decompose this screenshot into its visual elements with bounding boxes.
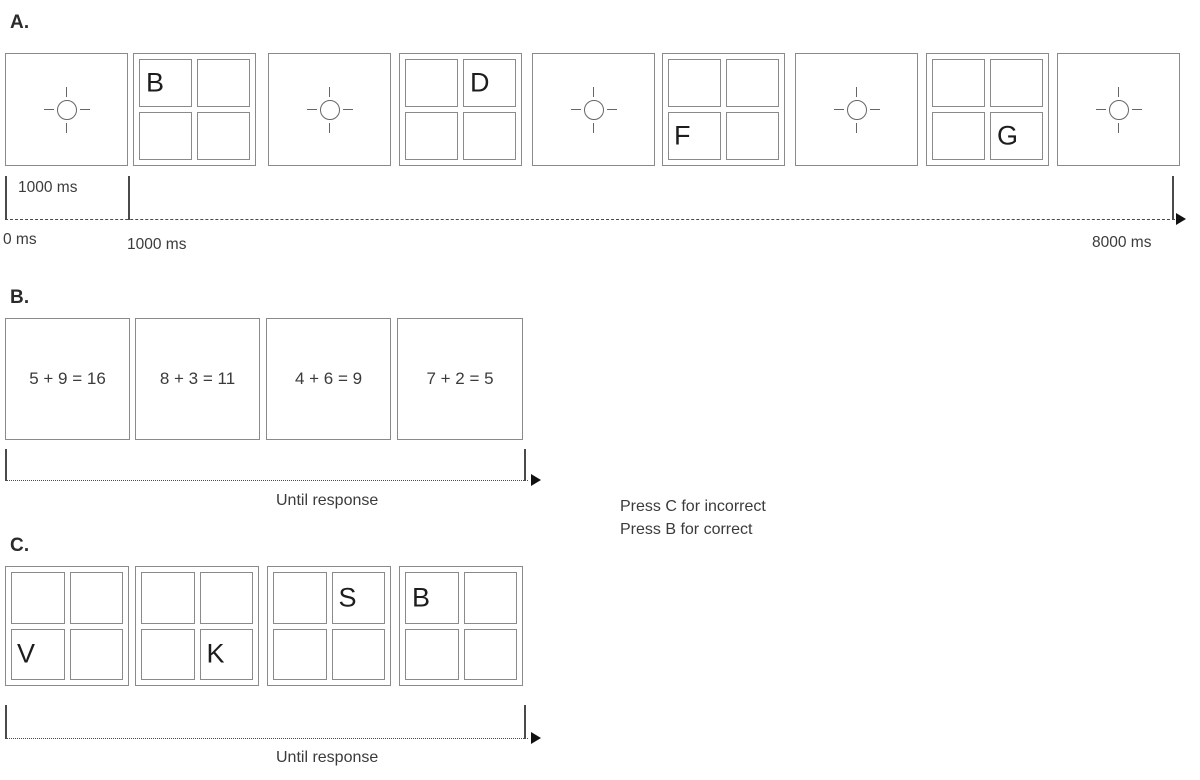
- grid-cell-bottom-left: [139, 112, 192, 160]
- panel-a-timeline-line: [5, 219, 1180, 220]
- grid-cell-top-left: [273, 572, 327, 624]
- grid-cell-bottom-right: K: [199, 628, 253, 680]
- grid-cell-top-left: [668, 59, 721, 107]
- grid-cell-bottom-left: [273, 628, 327, 680]
- grid-cell-bottom-left: [932, 112, 985, 160]
- panel-c-frame-3-grid: S: [267, 566, 391, 686]
- panel-c-label: C.: [10, 535, 30, 556]
- panel-b-timeline-line: [5, 480, 528, 481]
- panel-a-label: A.: [10, 12, 30, 33]
- grid-cell-top-right: S: [331, 572, 385, 624]
- stimulus-letter: S: [338, 582, 357, 613]
- grid-cell-bottom-left: F: [668, 112, 721, 160]
- equation-text: 4 + 6 = 9: [294, 369, 363, 388]
- panel-a-interval-label: 1000 ms: [18, 179, 78, 196]
- grid-cell-bottom-right: [69, 628, 123, 680]
- grid-cell-bottom-left: V: [11, 628, 65, 680]
- grid-cell-top-left: [405, 59, 458, 107]
- grid-cell-bottom-left: [405, 112, 458, 160]
- fixation-cross-icon: [570, 86, 617, 133]
- panel-b-equation-frame-3: 4 + 6 = 9: [266, 318, 391, 440]
- panel-a-frame-3-fixation: [268, 53, 391, 166]
- panel-a-tick-label: 1000 ms: [127, 236, 187, 253]
- panel-c-timeline-arrow: [531, 732, 541, 744]
- grid-cell-top-right: [463, 572, 517, 624]
- grid-cell-top-right: [69, 572, 123, 624]
- grid-cell-top-right: [726, 59, 779, 107]
- panel-a-tick-0ms: [5, 176, 7, 220]
- panel-b-label: B.: [10, 287, 30, 308]
- panel-a-frame-9-fixation: [1057, 53, 1180, 166]
- panel-a-frame-2-grid: B: [133, 53, 256, 166]
- stimulus-letter: B: [412, 582, 431, 613]
- panel-a-timeline-arrow: [1176, 213, 1186, 225]
- panel-c-tick-start: [5, 705, 7, 739]
- panel-a-frame-1-fixation: [5, 53, 128, 166]
- grid-cell-bottom-right: [463, 628, 517, 680]
- fixation-cross-icon: [43, 86, 90, 133]
- panel-a-frame-7-fixation: [795, 53, 918, 166]
- equation-text: 8 + 3 = 11: [159, 369, 236, 388]
- panel-a-frame-4-grid: D: [399, 53, 522, 166]
- panel-a-frame-5-fixation: [532, 53, 655, 166]
- fixation-cross-icon: [833, 86, 880, 133]
- equation-text: 7 + 2 = 5: [426, 369, 494, 388]
- panel-c-tick-end: [524, 705, 526, 739]
- stimulus-letter: B: [146, 67, 165, 98]
- panel-c-frame-4-grid: B: [399, 566, 523, 686]
- panel-a-frame-8-grid: G: [926, 53, 1049, 166]
- grid-cell-top-left: B: [139, 59, 192, 107]
- grid-cell-bottom-left: [405, 628, 459, 680]
- panel-b-instructions: Press C for incorrect Press B for correc…: [620, 498, 766, 538]
- panel-b-equation-frame-1: 5 + 9 = 16: [5, 318, 130, 440]
- fixation-cross-icon: [306, 86, 353, 133]
- grid-cell-bottom-right: [726, 112, 779, 160]
- grid-cell-top-left: [11, 572, 65, 624]
- grid-cell-top-left: [141, 572, 195, 624]
- panel-c-frame-1-grid: V: [5, 566, 129, 686]
- grid-cell-bottom-left: [141, 628, 195, 680]
- panel-b-equation-frame-4: 7 + 2 = 5: [397, 318, 523, 440]
- panel-b-timeline-arrow: [531, 474, 541, 486]
- panel-a-end-label: 8000 ms: [1092, 234, 1152, 251]
- panel-a-tick-1000ms: [128, 176, 130, 220]
- grid-cell-bottom-right: [331, 628, 385, 680]
- equation-text: 5 + 9 = 16: [29, 369, 106, 388]
- stimulus-letter: V: [17, 638, 36, 669]
- panel-b-tick-start: [5, 449, 7, 481]
- grid-cell-bottom-right: G: [990, 112, 1043, 160]
- panel-b-duration-label: Until response: [276, 492, 379, 509]
- panel-a-frame-6-grid: F: [662, 53, 785, 166]
- grid-cell-top-left: B: [405, 572, 459, 624]
- panel-c-duration-label: Until response: [276, 749, 379, 766]
- grid-cell-bottom-right: [197, 112, 250, 160]
- grid-cell-top-left: [932, 59, 985, 107]
- stimulus-letter: G: [997, 120, 1019, 151]
- panel-a-start-label: 0 ms: [3, 231, 37, 248]
- grid-cell-top-right: [199, 572, 253, 624]
- stimulus-letter: K: [206, 638, 225, 669]
- panel-c-frame-2-grid: K: [135, 566, 259, 686]
- grid-cell-top-right: [197, 59, 250, 107]
- panel-a-tick-8000ms: [1172, 176, 1174, 220]
- stimulus-letter: D: [470, 67, 490, 98]
- grid-cell-bottom-right: [463, 112, 516, 160]
- grid-cell-top-right: D: [463, 59, 516, 107]
- stimulus-letter: F: [674, 120, 691, 151]
- panel-c-timeline-line: [5, 738, 528, 739]
- panel-b-tick-end: [524, 449, 526, 481]
- panel-b-equation-frame-2: 8 + 3 = 11: [135, 318, 260, 440]
- fixation-cross-icon: [1095, 86, 1142, 133]
- grid-cell-top-right: [990, 59, 1043, 107]
